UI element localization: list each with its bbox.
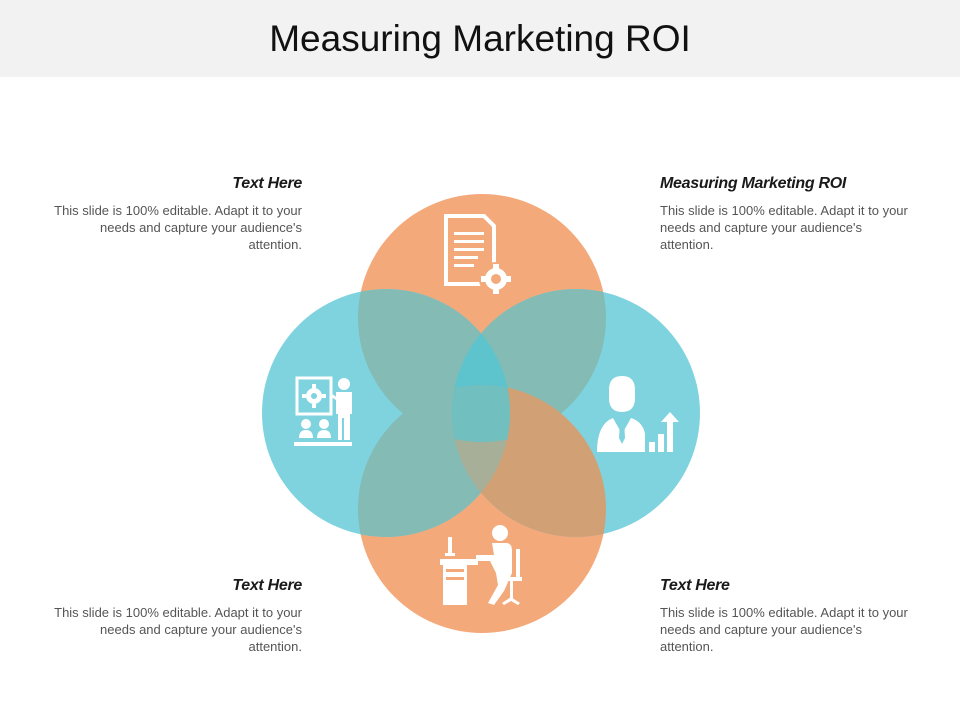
page-title: Measuring Marketing ROI: [269, 17, 691, 59]
presentation-icon: [294, 376, 352, 446]
heading-bottom-right: Text Here: [660, 577, 730, 594]
title-bar: Measuring Marketing ROI: [0, 0, 960, 77]
text-block-bottom-left: Text Here This slide is 100% editable. A…: [52, 577, 302, 655]
office-worker-desk-icon: [440, 525, 522, 605]
heading-top-right: Measuring Marketing ROI: [660, 175, 847, 192]
document-gear-icon: [444, 214, 513, 296]
heading-bottom-left: Text Here: [232, 577, 302, 594]
businessman-growth-icon: [597, 376, 679, 452]
body-top-left: This slide is 100% editable. Adapt it to…: [54, 203, 302, 252]
body-bottom-right: This slide is 100% editable. Adapt it to…: [660, 605, 908, 654]
text-block-top-right: Measuring Marketing ROI This slide is 10…: [660, 175, 910, 253]
body-top-right: This slide is 100% editable. Adapt it to…: [660, 203, 908, 252]
text-block-top-left: Text Here This slide is 100% editable. A…: [52, 175, 302, 253]
body-bottom-left: This slide is 100% editable. Adapt it to…: [54, 605, 302, 654]
heading-top-left: Text Here: [232, 175, 302, 192]
text-block-bottom-right: Text Here This slide is 100% editable. A…: [660, 577, 910, 655]
